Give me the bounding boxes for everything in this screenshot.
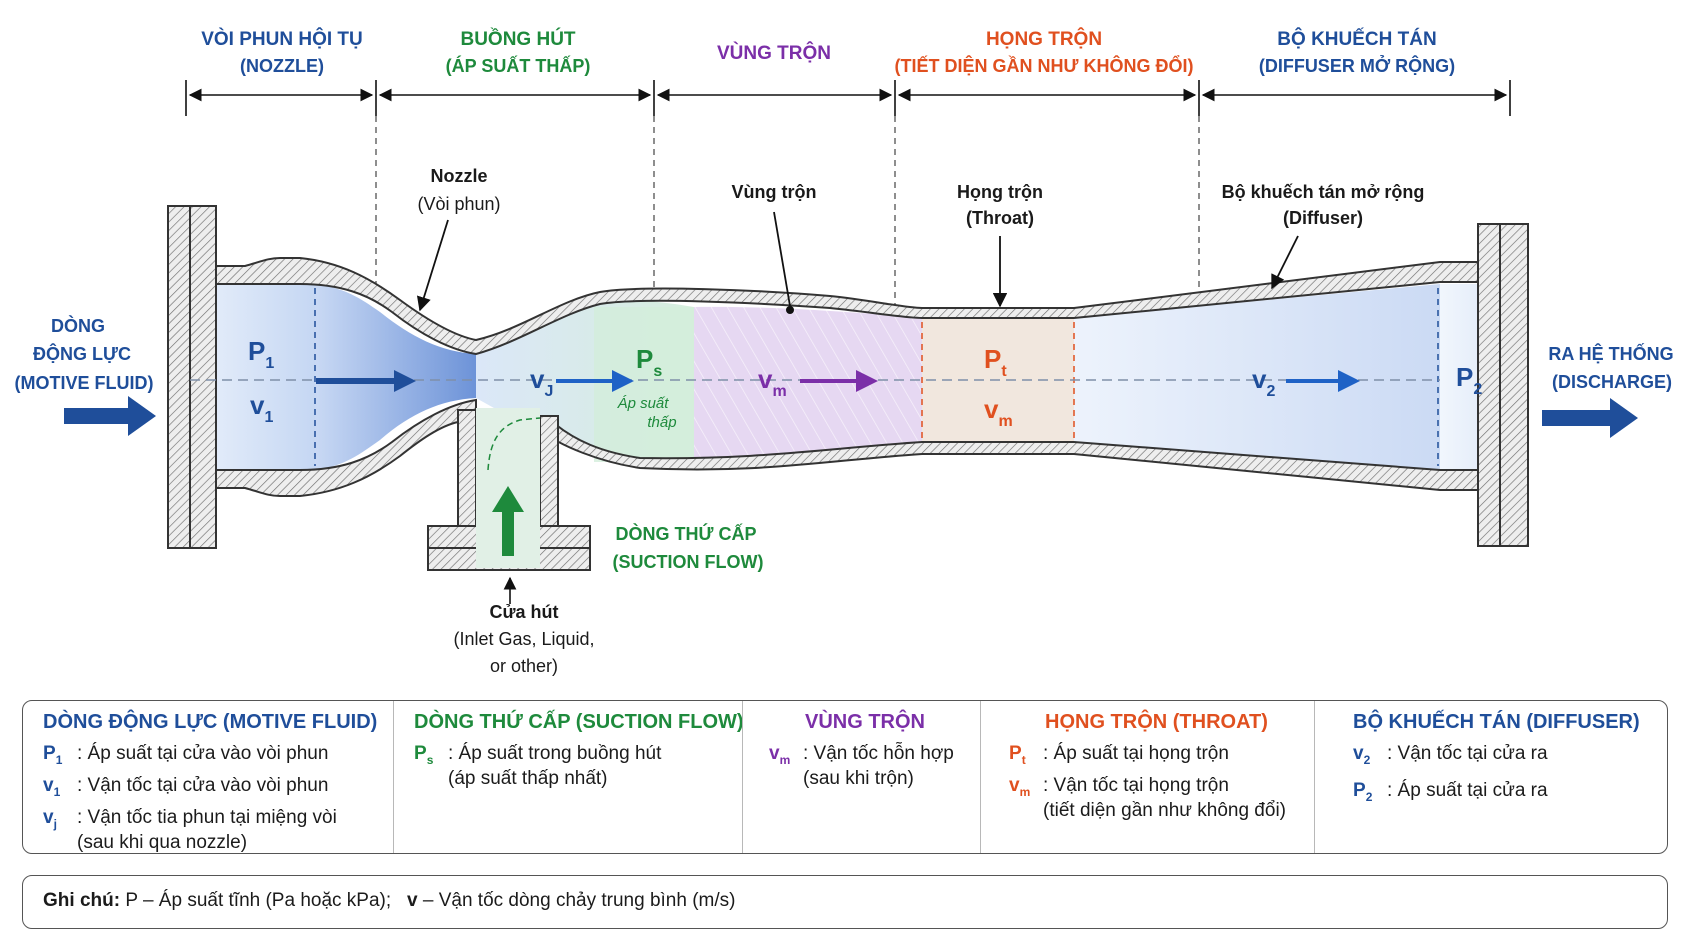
section-headers: VÒI PHUN HỘI TỤ (NOZZLE) BUỒNG HÚT (ÁP S… xyxy=(201,28,1455,76)
diffuser-arrow xyxy=(1286,370,1360,392)
legend-throat: HỌNG TRỘN (THROAT) Pt: Áp suất tại họng … xyxy=(980,701,1314,853)
callout-inlet-line1: Cửa hút xyxy=(489,602,558,622)
note-v-symbol: v xyxy=(407,890,418,911)
section-sub-throat: (TIẾT DIỆN GẦN NHƯ KHÔNG ĐỔI) xyxy=(895,55,1194,76)
symbol-vm-mix: vm xyxy=(758,364,787,400)
section-title-throat: HỌNG TRỘN xyxy=(986,28,1102,50)
note-p-text: P – Áp suất tĩnh (Pa hoặc kPa); xyxy=(125,890,392,911)
legend-diffuser: BỘ KHUẾCH TÁN (DIFFUSER) v2: Vận tốc tại… xyxy=(1314,701,1667,853)
callouts: Nozzle (Vòi phun) Vùng trộn Họng trộn (T… xyxy=(416,166,1425,676)
legend-row: Ps: Áp suất trong buồng hút (áp suất thấ… xyxy=(414,743,662,789)
legend-row: v1: Vận tốc tại cửa vào vòi phun xyxy=(43,774,329,799)
callout-throat-line1: Họng trộn xyxy=(957,182,1043,202)
low-pressure-line2: thấp xyxy=(647,414,676,431)
callout-inlet-line3: or other) xyxy=(490,656,558,676)
callout-throat-line2: (Throat) xyxy=(966,208,1034,228)
flow-fills xyxy=(190,284,1502,470)
symbol-pt: Pt xyxy=(984,344,1007,380)
legend-title: BỘ KHUẾCH TÁN (DIFFUSER) xyxy=(1353,711,1640,733)
flow-labels: DÒNG ĐỘNG LỰC (MOTIVE FLUID) RA HỆ THỐNG… xyxy=(15,315,1674,572)
suction-arrow xyxy=(492,486,524,556)
symbol-vm-throat: vm xyxy=(984,394,1013,430)
callout-nozzle-line2: (Vòi phun) xyxy=(417,194,500,214)
legend-title: VÙNG TRỘN xyxy=(805,711,925,733)
section-sub-nozzle: (NOZZLE) xyxy=(240,56,324,76)
section-dividers xyxy=(375,116,1200,310)
low-pressure-line1: Áp suất xyxy=(617,395,670,412)
suction-streamline xyxy=(487,417,541,471)
symbol-vj: vJ xyxy=(530,364,553,400)
callout-diffuser-line2: (Diffuser) xyxy=(1283,208,1363,228)
motive-label-line1: DÒNG xyxy=(51,315,105,336)
legend-suction: DÒNG THỨ CẤP (SUCTION FLOW) Ps: Áp suất … xyxy=(393,701,744,853)
legend-row: vm: Vận tốc hỗn hợp (sau khi trộn) xyxy=(769,743,954,789)
section-title-suction: BUỒNG HÚT xyxy=(460,28,575,50)
section-title-mixing: VÙNG TRỘN xyxy=(717,42,831,64)
legend-title: DÒNG THỨ CẤP (SUCTION FLOW) xyxy=(414,711,744,733)
section-title-nozzle: VÒI PHUN HỘI TỤ xyxy=(201,28,363,50)
legend-title: DÒNG ĐỘNG LỰC (MOTIVE FLUID) xyxy=(43,711,378,733)
suction-label-line2: (SUCTION FLOW) xyxy=(613,552,764,572)
legend-row: P1: Áp suất tại cửa vào vòi phun xyxy=(43,743,329,767)
legend-row: Pt: Áp suất tại họng trộn xyxy=(1009,743,1229,767)
flow-symbols: P1 v1 vJ Ps Áp suất thấp vm Pt vm v2 P2 xyxy=(248,336,1482,431)
legend-row: P2: Áp suất tại cửa ra xyxy=(1353,779,1548,804)
note-box: Ghi chú: P – Áp suất tĩnh (Pa hoặc kPa);… xyxy=(22,875,1668,929)
ejector-diagram: VÒI PHUN HỘI TỤ (NOZZLE) BUỒNG HÚT (ÁP S… xyxy=(15,28,1674,676)
motive-inlet-arrow xyxy=(64,396,156,436)
motive-label-line2: ĐỘNG LỰC xyxy=(33,343,131,364)
legend-row: vm: Vận tốc tại họng trộn (tiết diện gần… xyxy=(1009,774,1286,821)
symbol-v1: v1 xyxy=(250,390,273,426)
callout-mixing: Vùng trộn xyxy=(732,182,817,202)
legend-row: vj: Vận tốc tia phun tại miệng vòi (sau … xyxy=(43,806,337,853)
callout-inlet-line2: (Inlet Gas, Liquid, xyxy=(453,629,594,649)
discharge-arrow xyxy=(1542,398,1638,438)
flow-arrows xyxy=(64,370,1638,556)
symbol-p1: P1 xyxy=(248,336,274,372)
discharge-label-line2: (DISCHARGE) xyxy=(1552,372,1672,392)
legend-title: HỌNG TRỘN (THROAT) xyxy=(1045,711,1268,733)
note-v-text: – Vận tốc dòng chảy trung bình (m/s) xyxy=(422,890,736,911)
mixing-arrow xyxy=(800,370,878,392)
legend-mixing: VÙNG TRỘN vm: Vận tốc hỗn hợp (sau khi t… xyxy=(742,701,980,853)
jet-arrow xyxy=(556,370,634,392)
motive-label-line3: (MOTIVE FLUID) xyxy=(15,373,154,393)
note-label: Ghi chú: xyxy=(43,890,121,911)
callout-diffuser-line1: Bộ khuếch tán mở rộng xyxy=(1222,182,1425,202)
section-sub-suction: (ÁP SUẤT THẤP) xyxy=(446,55,591,76)
nozzle-jet-arrow xyxy=(316,370,416,392)
symbol-p2: P2 xyxy=(1456,362,1482,398)
legend: DÒNG ĐỘNG LỰC (MOTIVE FLUID) P1: Áp suất… xyxy=(22,700,1668,854)
suction-label-line1: DÒNG THỨ CẤP xyxy=(616,523,757,544)
dimension-lines xyxy=(185,80,1511,116)
callout-nozzle-line1: Nozzle xyxy=(430,166,487,186)
symbol-v2: v2 xyxy=(1252,364,1275,400)
discharge-label-line1: RA HỆ THỐNG xyxy=(1548,343,1673,364)
pipe-wall xyxy=(167,205,1529,571)
legend-motive: DÒNG ĐỘNG LỰC (MOTIVE FLUID) P1: Áp suất… xyxy=(23,701,393,853)
symbol-ps: Ps xyxy=(636,344,662,380)
section-title-diffuser: BỘ KHUẾCH TÁN xyxy=(1277,28,1436,50)
section-sub-diffuser: (DIFFUSER MỞ RỘNG) xyxy=(1259,55,1455,76)
legend-row: v2: Vận tốc tại cửa ra xyxy=(1353,743,1548,767)
